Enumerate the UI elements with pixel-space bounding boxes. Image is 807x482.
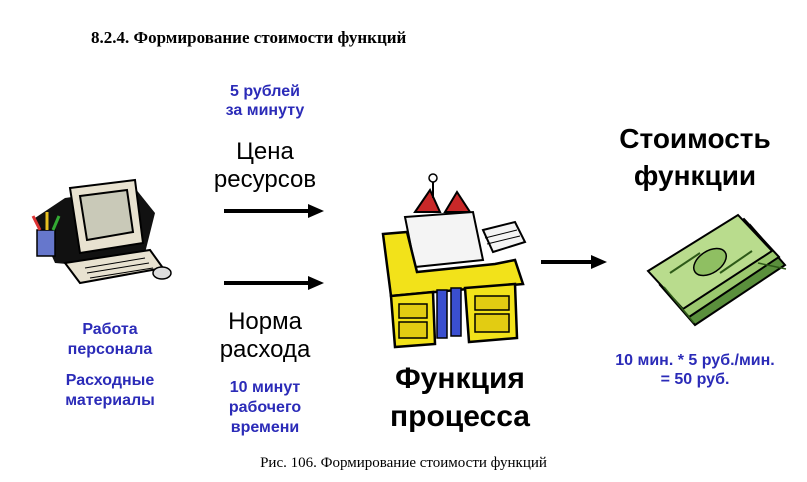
- time-line-3: времени: [230, 419, 300, 436]
- calculation-label: 10 мин. * 5 руб./мин. = 50 руб.: [590, 351, 800, 389]
- computer-icon: [31, 178, 172, 285]
- time-line-2: рабочего: [228, 399, 302, 416]
- materials-line-2: материалы: [65, 392, 155, 409]
- money-icon: [646, 213, 787, 327]
- labor-label: Работа персонала: [40, 320, 180, 360]
- cost-line-1: Стоимость: [619, 123, 771, 154]
- rate-line-2: за минуту: [225, 102, 305, 119]
- figure-caption: Рис. 106. Формирование стоимости функций: [260, 455, 547, 471]
- price-line-1: Цена: [236, 138, 294, 165]
- time-line-1: 10 минут: [229, 379, 301, 396]
- calc-line-1: 10 мин. * 5 руб./мин.: [615, 352, 775, 369]
- cost-label: Стоимость функции: [590, 120, 800, 194]
- materials-line-1: Расходные: [65, 372, 155, 389]
- function-line-1: Функция: [395, 362, 525, 395]
- calc-line-2: = 50 руб.: [660, 371, 730, 388]
- function-label: Функция процесса: [360, 360, 560, 436]
- rate-line-1: 5 рублей: [230, 83, 300, 100]
- norm-line-1: Норма: [228, 308, 302, 335]
- rate-label: 5 рублей за минуту: [200, 82, 330, 120]
- norm-label: Норма расхода: [195, 308, 335, 364]
- desk-icon: [381, 173, 527, 349]
- price-label: Цена ресурсов: [195, 138, 335, 194]
- time-label: 10 минут рабочего времени: [200, 378, 330, 438]
- materials-label: Расходные материалы: [40, 371, 180, 411]
- norm-line-2: расхода: [219, 336, 311, 363]
- price-arrow: [224, 204, 324, 218]
- labor-line-2: персонала: [67, 341, 153, 358]
- labor-line-1: Работа: [82, 321, 138, 338]
- cost-line-2: функции: [633, 160, 757, 191]
- cost-arrow: [541, 255, 607, 269]
- section-heading: 8.2.4. Формирование стоимости функций: [91, 28, 407, 47]
- function-line-2: процесса: [390, 400, 530, 433]
- price-line-2: ресурсов: [213, 166, 317, 193]
- norm-arrow: [224, 276, 324, 290]
